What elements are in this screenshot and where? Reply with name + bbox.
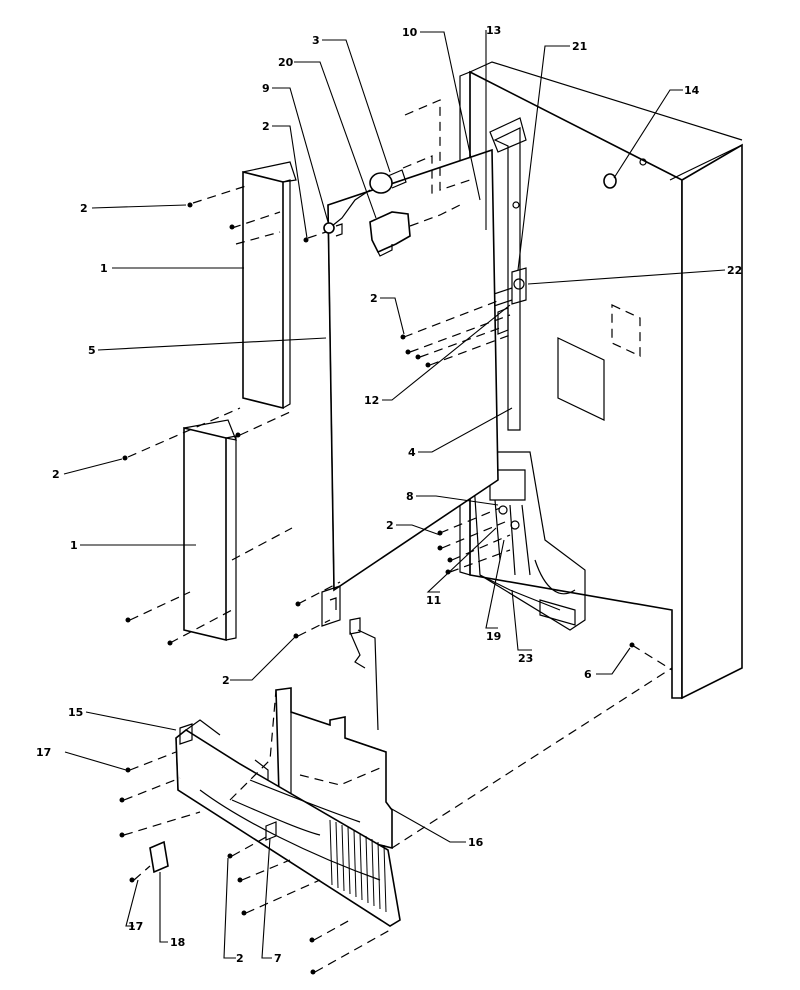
callout-12: 12	[364, 394, 379, 407]
harness-lower	[349, 617, 379, 731]
callout-7: 7	[274, 952, 282, 965]
controls-upper	[323, 169, 411, 257]
callout-8: 8	[406, 490, 414, 503]
back-panel	[321, 148, 499, 627]
small-parts	[149, 723, 277, 874]
callout-9: 9	[262, 82, 270, 95]
callout-14: 14	[684, 84, 700, 97]
callout-2-left-mid: 2	[52, 468, 60, 481]
leader-lines	[63, 30, 726, 959]
callout-17-bottom: 17	[128, 920, 143, 933]
callout-2-middle: 2	[370, 292, 378, 305]
cabinet	[459, 61, 743, 700]
callout-19: 19	[486, 630, 501, 643]
callout-2-left-top: 2	[80, 202, 88, 215]
callout-4: 4	[408, 446, 416, 459]
callout-labels: 3 20 9 2 2 10 13 21 14 1 22 2 5 12 4 2 8…	[36, 24, 742, 965]
liner-lower	[183, 419, 237, 642]
callout-6: 6	[584, 668, 592, 681]
callout-17-left: 17	[36, 746, 51, 759]
callout-23: 23	[518, 652, 533, 665]
compartment-cover	[175, 719, 401, 927]
callout-3: 3	[312, 34, 320, 47]
callout-2-lower-right: 2	[386, 519, 394, 532]
assembly-lines	[123, 99, 673, 973]
callout-10: 10	[402, 26, 418, 39]
callout-13: 13	[486, 24, 501, 37]
grille-vents	[329, 819, 387, 913]
callout-2-bottom: 2	[236, 952, 244, 965]
callout-1-upper: 1	[100, 262, 108, 275]
callout-15: 15	[68, 706, 83, 719]
callout-2-lower-center: 2	[222, 674, 230, 687]
callout-1-lower: 1	[70, 539, 78, 552]
callout-21: 21	[572, 40, 587, 53]
callout-16: 16	[468, 836, 484, 849]
liner-upper	[242, 161, 297, 410]
callout-22: 22	[727, 264, 742, 277]
callout-5: 5	[88, 344, 96, 357]
callout-11: 11	[426, 594, 441, 607]
callout-18: 18	[170, 936, 185, 949]
callout-20: 20	[278, 56, 294, 69]
callout-2-upper: 2	[262, 120, 270, 133]
